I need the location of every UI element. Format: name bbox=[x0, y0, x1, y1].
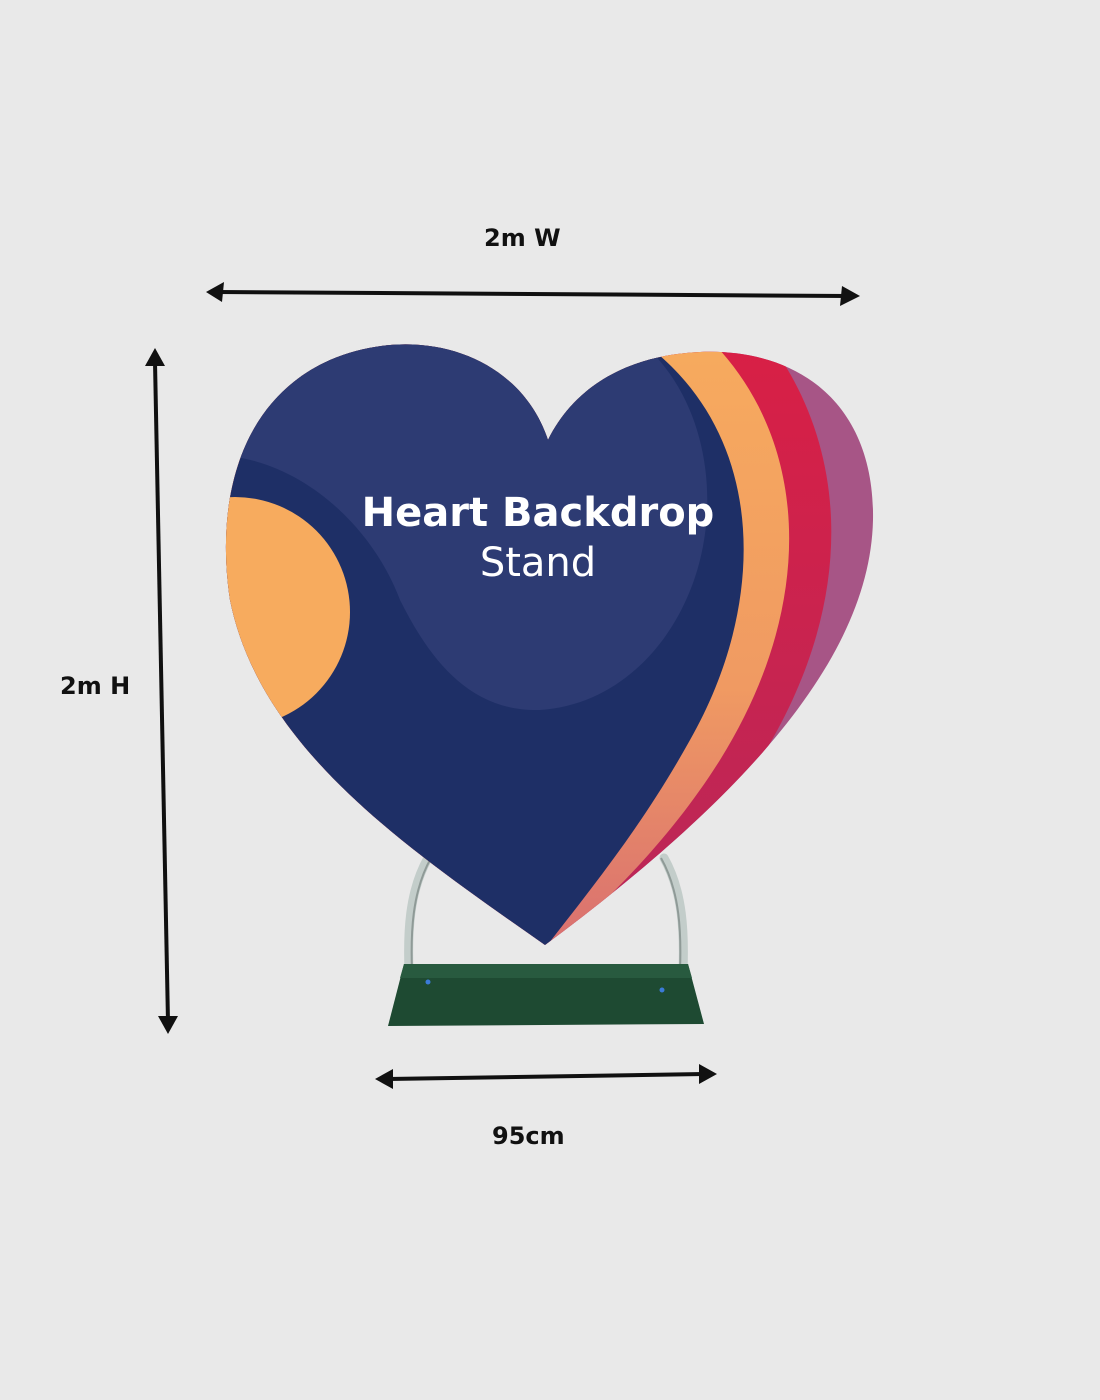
width-arrow bbox=[206, 282, 860, 306]
base-arrow bbox=[375, 1064, 717, 1089]
width-dimension-label: 2m W bbox=[484, 224, 561, 252]
heart-title: Heart Backdrop bbox=[362, 490, 715, 536]
base-dimension-label: 95cm bbox=[492, 1122, 565, 1150]
heart-subtitle: Stand bbox=[480, 540, 596, 586]
height-arrow bbox=[145, 348, 178, 1034]
heart-backdrop bbox=[225, 344, 874, 945]
height-dimension-label: 2m H bbox=[60, 672, 131, 700]
stand-base bbox=[388, 964, 704, 1026]
